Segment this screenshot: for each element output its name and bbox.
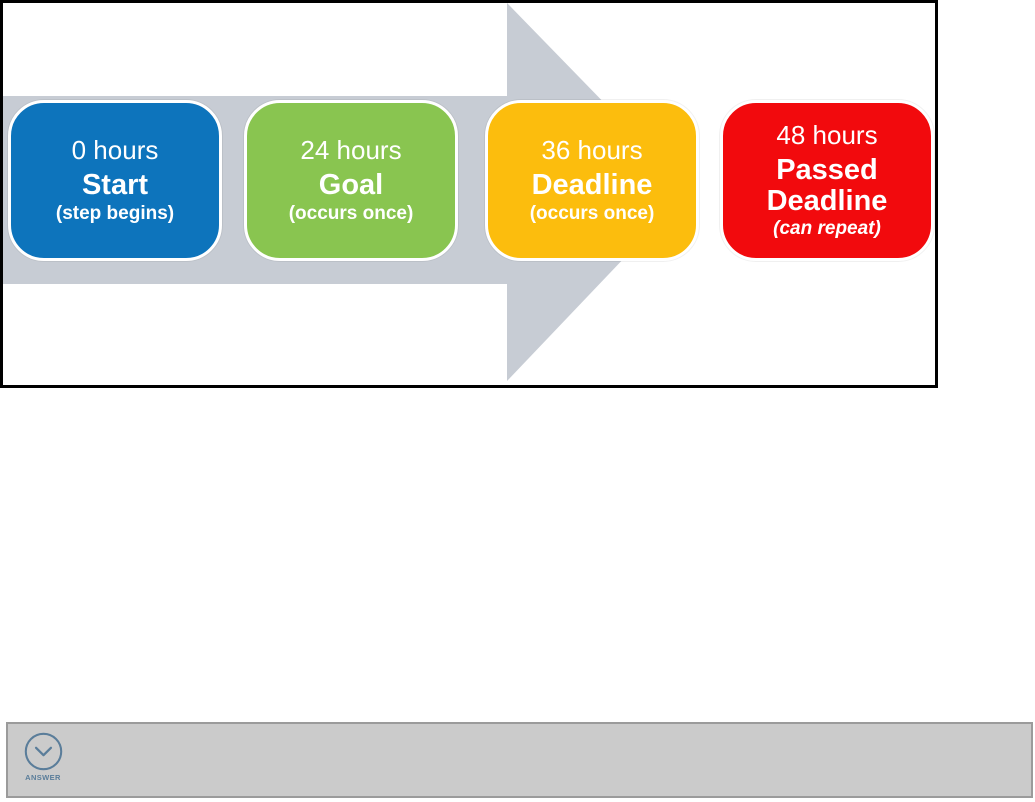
answer-label: ANSWER: [25, 773, 61, 782]
step-label: Passed Deadline: [766, 153, 888, 217]
step-label: Goal: [318, 169, 384, 202]
step-label: Start: [81, 169, 149, 202]
step-box-passed-deadline: 48 hours Passed Deadline (can repeat): [720, 100, 934, 261]
answer-button[interactable]: ANSWER: [19, 731, 67, 782]
chevron-down-circle-icon[interactable]: [23, 731, 64, 772]
step-box-start: 0 hours Start (step begins): [8, 100, 222, 261]
step-time: 36 hours: [541, 135, 643, 166]
step-time: 24 hours: [300, 135, 402, 166]
answer-bar: ANSWER: [6, 722, 1033, 798]
step-note: (can repeat): [773, 218, 881, 240]
step-note: (occurs once): [529, 203, 655, 225]
timeline-diagram-image: 0 hours Start (step begins) 24 hours Goa…: [0, 0, 938, 388]
step-note: (step begins): [55, 203, 175, 225]
step-label: Deadline: [531, 169, 653, 202]
step-note: (occurs once): [288, 203, 414, 225]
step-time: 48 hours: [776, 119, 878, 150]
step-time: 0 hours: [71, 135, 159, 166]
step-box-deadline: 36 hours Deadline (occurs once): [485, 100, 699, 261]
step-box-goal: 24 hours Goal (occurs once): [244, 100, 458, 261]
